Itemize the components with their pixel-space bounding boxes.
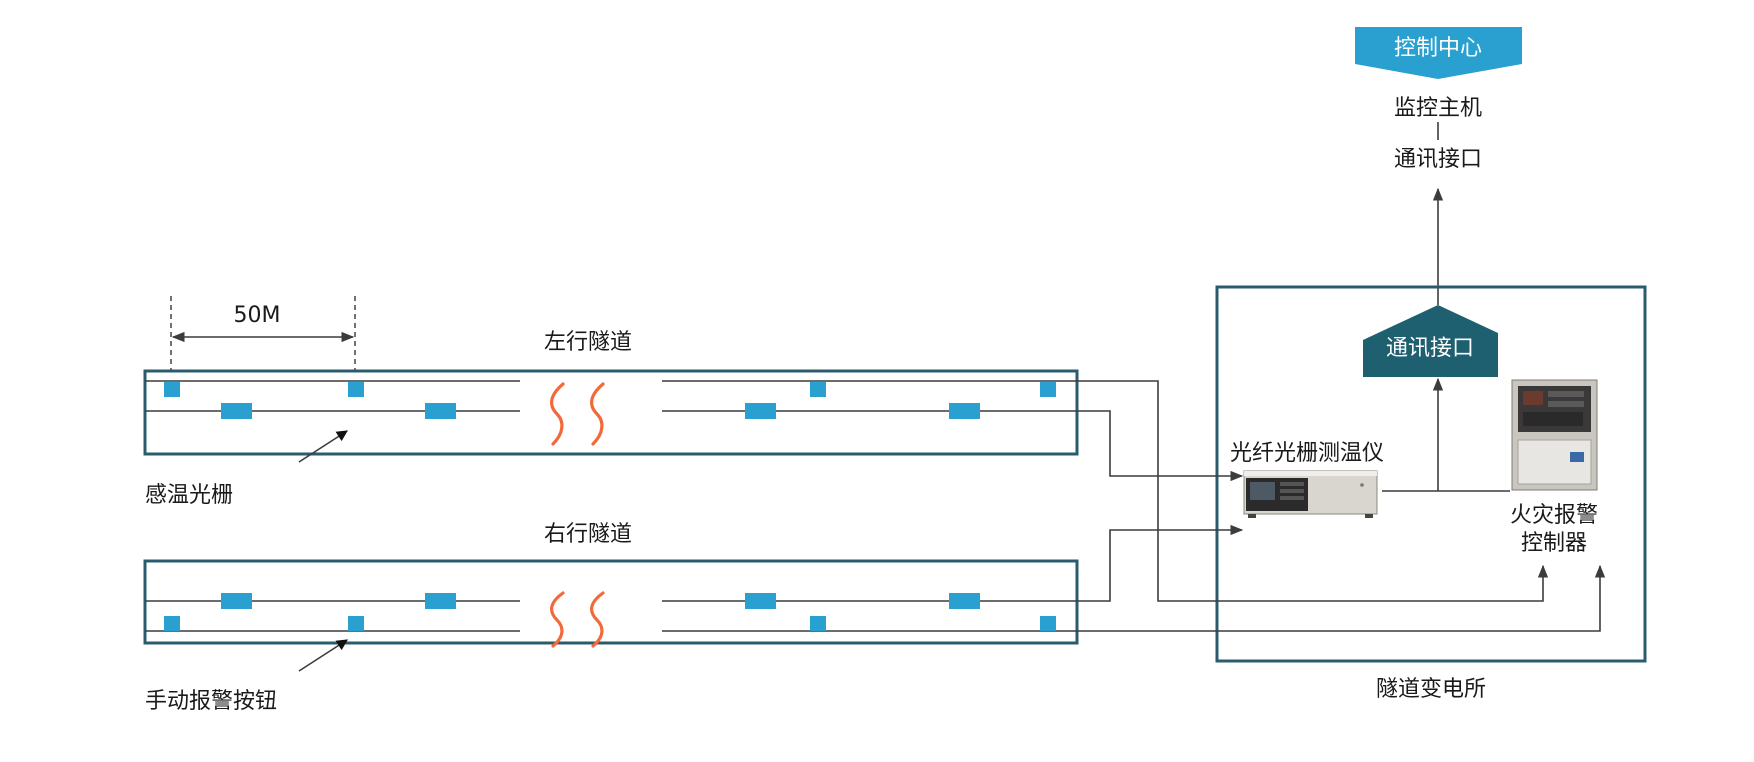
button-pointer-arrow	[298, 639, 348, 672]
right-tunnel-frame	[143, 559, 1079, 645]
grating-pointer-arrow	[298, 430, 348, 463]
fiber-grating	[1040, 382, 1056, 397]
fiber-grating	[810, 616, 826, 631]
spacing-marker: 50M	[170, 296, 356, 372]
manual-alarm-button	[949, 403, 980, 419]
fire-flame-icon	[550, 591, 565, 648]
substation-label: 隧道变电所	[1376, 677, 1486, 702]
manual-alarm-button	[425, 593, 456, 609]
fiber-grating	[810, 382, 826, 397]
left-tunnel-frame	[143, 369, 1079, 456]
control-center-label: 控制中心	[1394, 36, 1482, 61]
button-legend-label: 手动报警按钮	[145, 689, 277, 714]
control-center-banner	[1355, 27, 1522, 79]
fiber-grating	[348, 382, 364, 397]
right-button-alarm-link	[1077, 564, 1606, 632]
manual-alarm-button	[745, 593, 776, 609]
substation-comm-box	[1363, 305, 1498, 377]
manual-alarm-button	[949, 593, 980, 609]
manual-alarm-button	[221, 403, 252, 419]
fbg-device	[1243, 470, 1378, 518]
left-grating-fiber-link	[1077, 410, 1244, 482]
fbg-device-label: 光纤光栅测温仪	[1230, 441, 1384, 466]
fire-flame-icon	[550, 382, 565, 446]
left-button-alarm-link	[1077, 380, 1549, 602]
left-tunnel-label: 左行隧道	[544, 330, 632, 355]
spacing-label: 50M	[234, 303, 281, 328]
control-center: 控制中心 监控主机 通讯接口	[1355, 27, 1522, 172]
left-tunnel	[143, 369, 1079, 456]
manual-alarm-button	[745, 403, 776, 419]
fire-flame-icon	[590, 591, 605, 648]
control-comm-label: 通讯接口	[1394, 147, 1482, 172]
right-tunnel-label: 右行隧道	[544, 522, 632, 547]
fire-alarm-controller-cabinet	[1511, 379, 1598, 491]
fire-controller-label-line1: 火灾报警	[1510, 503, 1598, 528]
substation: 隧道变电所 通讯接口 光纤光栅测温仪	[1215, 285, 1647, 702]
fiber-grating	[1040, 616, 1056, 631]
fiber-grating	[164, 382, 180, 397]
fire-controller-label-line2: 控制器	[1521, 531, 1587, 556]
fire-flame-icon	[590, 382, 605, 446]
substation-comm-label: 通讯接口	[1386, 336, 1474, 361]
substation-frame	[1215, 285, 1647, 663]
monitoring-host-label: 监控主机	[1394, 96, 1482, 121]
manual-alarm-button	[425, 403, 456, 419]
right-tunnel	[143, 559, 1079, 648]
fiber-grating	[348, 616, 364, 631]
fiber-grating	[164, 616, 180, 631]
manual-alarm-button	[221, 593, 252, 609]
right-grating-fiber-link	[1077, 524, 1244, 602]
grating-legend-label: 感温光栅	[145, 483, 233, 508]
